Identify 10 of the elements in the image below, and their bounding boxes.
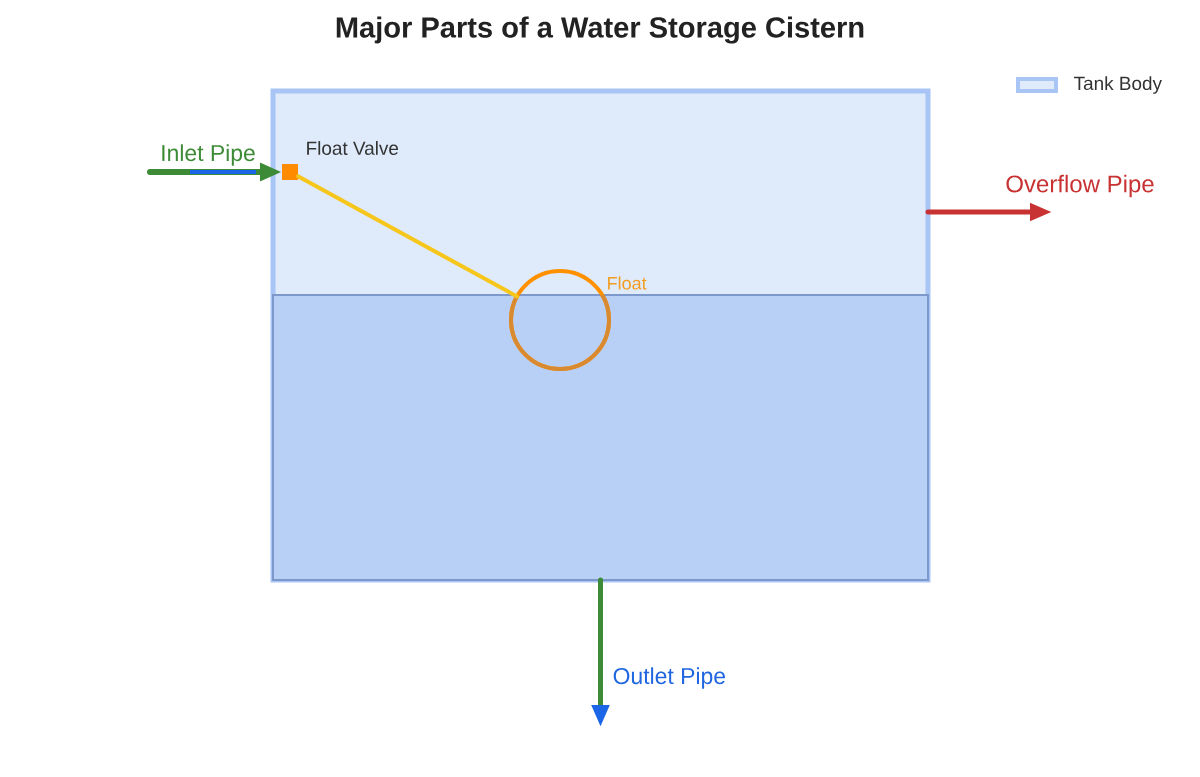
title: Major Parts of a Water Storage Cistern <box>336 16 864 44</box>
edge-label: Inlet Pipe <box>162 144 255 166</box>
part-label: Float <box>608 276 647 290</box>
tank <box>270 88 931 583</box>
lever-arm <box>296 174 520 299</box>
part-label: Float Valve <box>307 141 399 155</box>
edge-label: Overflow Pipe <box>1006 174 1154 198</box>
edge-label: Outlet Pipe <box>613 667 725 689</box>
legend-label: Tank Body <box>1074 76 1162 94</box>
valve-square <box>282 164 298 180</box>
